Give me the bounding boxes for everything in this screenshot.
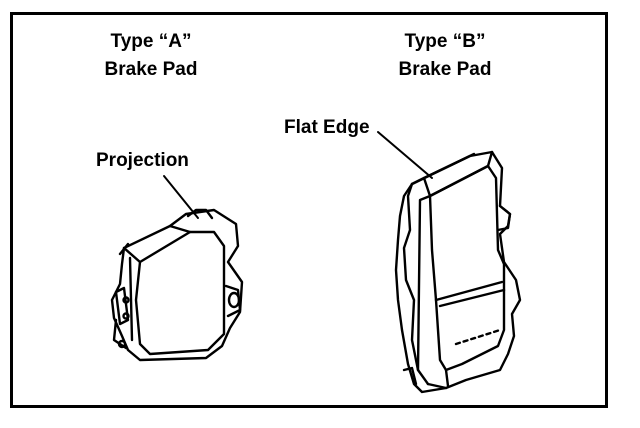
projection-tab	[186, 208, 214, 220]
type-b-subtitle: Brake Pad	[398, 59, 492, 80]
type-b-brake-pad	[394, 150, 522, 394]
type-a-subtitle: Brake Pad	[104, 59, 198, 80]
projection-leader-line	[163, 175, 199, 219]
flat-edge-leader-line	[377, 131, 433, 179]
type-b-title: Type “B”	[404, 31, 486, 52]
type-a-title: Type “A”	[110, 31, 192, 52]
diagram-frame	[10, 12, 608, 408]
flat-edge-callout-label: Flat Edge	[284, 117, 370, 138]
projection-callout-label: Projection	[96, 150, 189, 171]
type-a-brake-pad	[110, 208, 244, 362]
